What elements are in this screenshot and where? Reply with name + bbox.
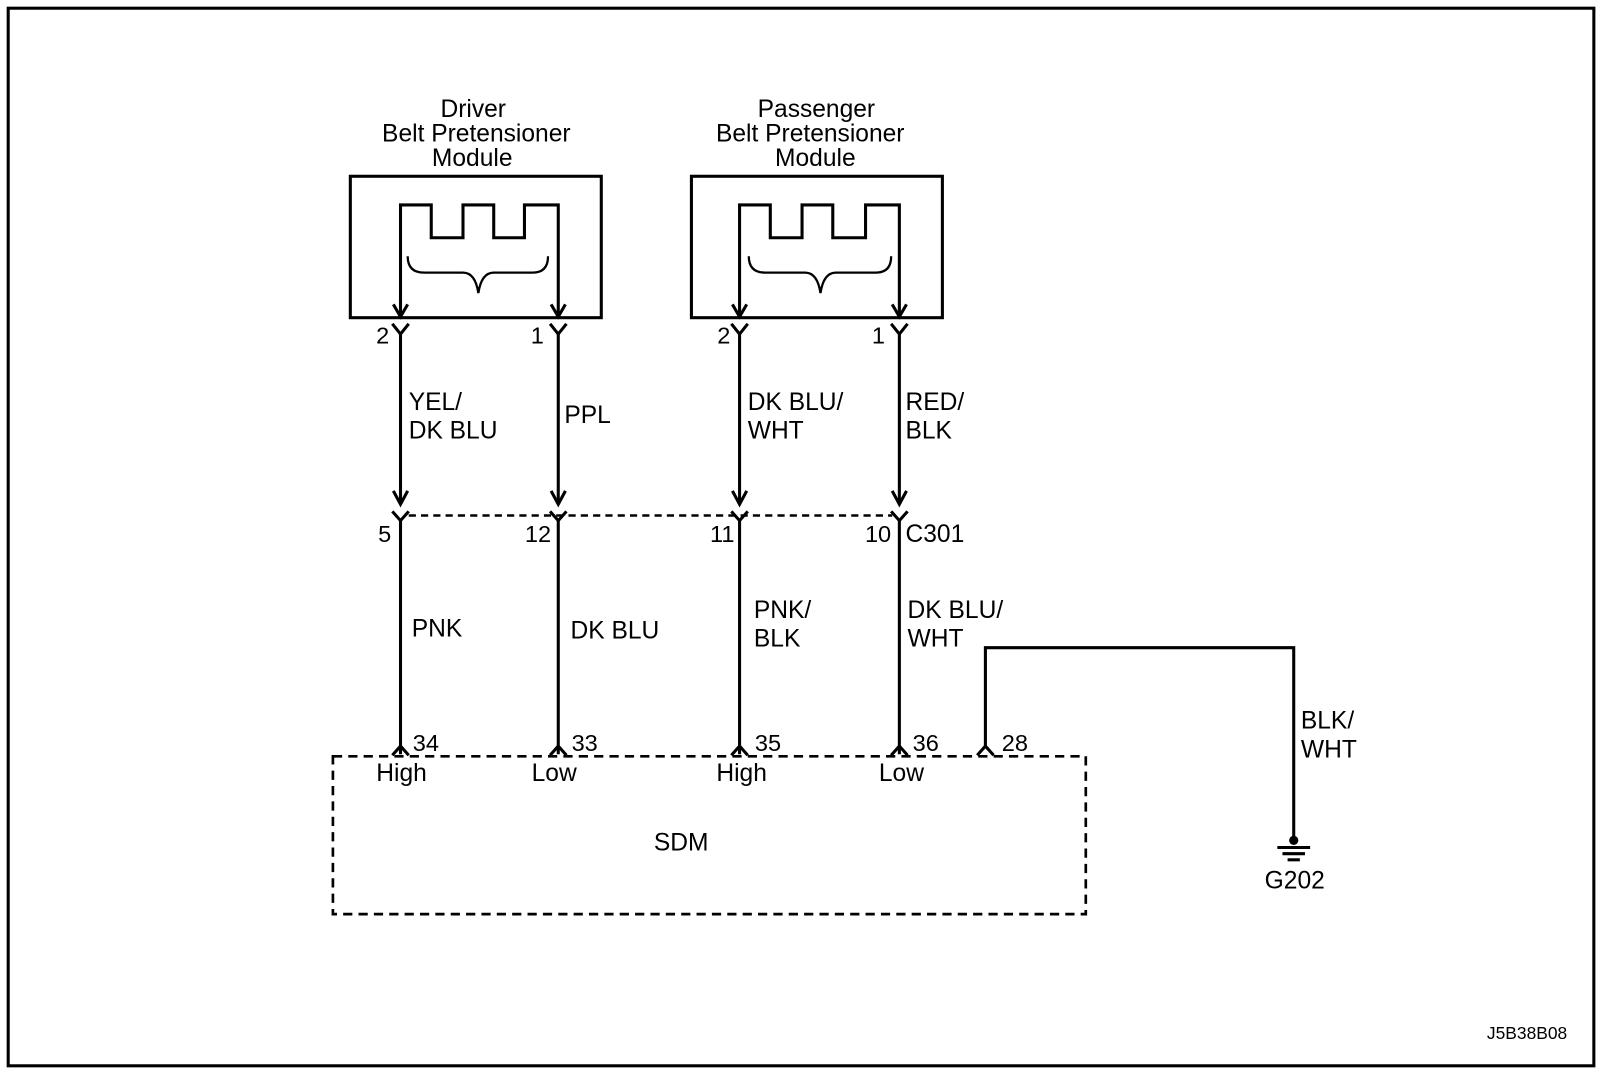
driver-pin-1-number: 1 xyxy=(531,322,544,348)
lower-wire-1-color: PNK xyxy=(412,615,463,642)
upper-wire-3-color-line-2: WHT xyxy=(748,418,804,445)
passenger-pin-2-arrow xyxy=(731,303,749,320)
driver-pin-1-connector xyxy=(548,322,568,337)
sdm-pin-number-2: 33 xyxy=(572,730,598,756)
upper-wire-3-color-line-1: DK BLU/ xyxy=(748,389,844,416)
ground-symbol-icon xyxy=(1277,835,1311,862)
lower-wire-2-color: DK BLU xyxy=(571,617,660,644)
sdm-label: SDM xyxy=(654,830,709,857)
upper-wire-2-arrow xyxy=(549,490,567,508)
upper-wire-1-color-line-1: YEL/ xyxy=(409,389,462,416)
driver-module-title-line-1: Driver xyxy=(440,96,506,123)
lower-wire-3-color-line-2: BLK xyxy=(754,626,801,653)
passenger-module-title-line-1: Passenger xyxy=(758,96,875,123)
sdm-pin-label-2: Low xyxy=(532,760,577,787)
passenger-module-title-line-2: Belt Pretensioner xyxy=(716,120,905,147)
sdm-pin-number-3: 35 xyxy=(755,730,781,756)
passenger-pin-1-arrow xyxy=(890,303,908,320)
passenger-squib-element xyxy=(738,203,901,314)
c301-pin-12-connector xyxy=(548,510,568,523)
upper-wire-1-color-line-2: DK BLU xyxy=(409,418,498,445)
c301-pin-11-connector xyxy=(730,510,749,523)
sdm-pin-number-4: 36 xyxy=(913,730,939,756)
connector-c301-label: C301 xyxy=(906,521,965,548)
ground-wire-color-line-1: BLK/ xyxy=(1301,708,1354,735)
sdm-pin-34-terminal xyxy=(391,743,410,757)
sdm-pin-28-terminal xyxy=(976,743,995,757)
passenger-pin-1-number: 1 xyxy=(872,322,885,348)
driver-module-box xyxy=(348,174,603,320)
driver-module-title-line-3: Module xyxy=(432,145,513,172)
passenger-belt-pretensioner-module: Passenger Belt Pretensioner Module 2 1 xyxy=(689,96,944,348)
upper-wire-3-arrow xyxy=(731,490,749,508)
driver-squib-element xyxy=(398,203,560,314)
passenger-pin-2-number: 2 xyxy=(717,322,730,348)
ground-circuit: BLK/ WHT G202 xyxy=(983,646,1357,895)
c301-pin-number-2: 12 xyxy=(525,521,551,547)
passenger-pin-1-connector xyxy=(889,322,909,337)
passenger-module-title-line-3: Module xyxy=(775,145,856,172)
upper-wire-4-color-line-1: RED/ xyxy=(906,389,965,416)
upper-wires: YEL/ DK BLU PPL DK BLU/ WHT RED/ BLK xyxy=(391,334,965,508)
passenger-squib-brace xyxy=(747,256,893,294)
driver-pin-2-arrow xyxy=(392,303,410,320)
sdm-pin-36-terminal xyxy=(890,743,909,757)
diagram-code: J5B38B08 xyxy=(1487,1023,1567,1043)
driver-pin-2-number: 2 xyxy=(376,322,389,348)
ground-wire-color-line-2: WHT xyxy=(1301,736,1357,763)
sdm-pin-label-1: High xyxy=(376,760,427,787)
sdm-pin-label-3: High xyxy=(716,760,767,787)
sdm-box xyxy=(331,754,1088,916)
passenger-module-box xyxy=(689,174,944,320)
c301-pin-5-connector xyxy=(391,510,410,523)
passenger-pin-2-connector xyxy=(730,322,749,337)
upper-wire-4-arrow xyxy=(890,490,908,508)
connector-c301: 5 12 11 10 C301 xyxy=(378,510,965,548)
lower-wire-3-color-line-1: PNK/ xyxy=(754,597,812,624)
sdm-pin-number-1: 34 xyxy=(413,730,439,756)
c301-pin-10-connector xyxy=(890,510,909,523)
lower-wires: PNK DK BLU PNK/ BLK DK BLU/ WHT xyxy=(398,520,1004,755)
sdm-module: 34 33 35 36 28 High Low High Low SDM xyxy=(331,730,1088,916)
sdm-pin-35-terminal xyxy=(730,743,749,757)
lower-wire-4-color-line-2: WHT xyxy=(908,626,964,653)
ground-wire xyxy=(983,646,1296,841)
upper-wire-2-color: PPL xyxy=(564,402,610,429)
c301-pin-number-1: 5 xyxy=(378,521,391,547)
ground-label: G202 xyxy=(1265,868,1325,895)
driver-squib-brace xyxy=(406,256,550,294)
driver-module-title-line-2: Belt Pretensioner xyxy=(382,120,571,147)
driver-pin-2-connector xyxy=(391,322,410,337)
c301-pin-number-3: 11 xyxy=(710,521,734,547)
driver-belt-pretensioner-module: Driver Belt Pretensioner Module 2 1 xyxy=(348,96,603,348)
sdm-pin-33-terminal xyxy=(548,743,568,757)
ground-splice-dot xyxy=(1289,835,1299,845)
sdm-ground-pin-number: 28 xyxy=(1002,730,1028,756)
sdm-pin-label-4: Low xyxy=(879,760,924,787)
upper-wire-1-arrow xyxy=(391,490,410,508)
diagram-frame xyxy=(6,6,1596,1068)
upper-wire-4-color-line-2: BLK xyxy=(906,418,953,445)
c301-pin-number-4: 10 xyxy=(865,521,891,547)
driver-pin-1-arrow xyxy=(549,303,567,320)
lower-wire-4-color-line-1: DK BLU/ xyxy=(908,597,1004,624)
